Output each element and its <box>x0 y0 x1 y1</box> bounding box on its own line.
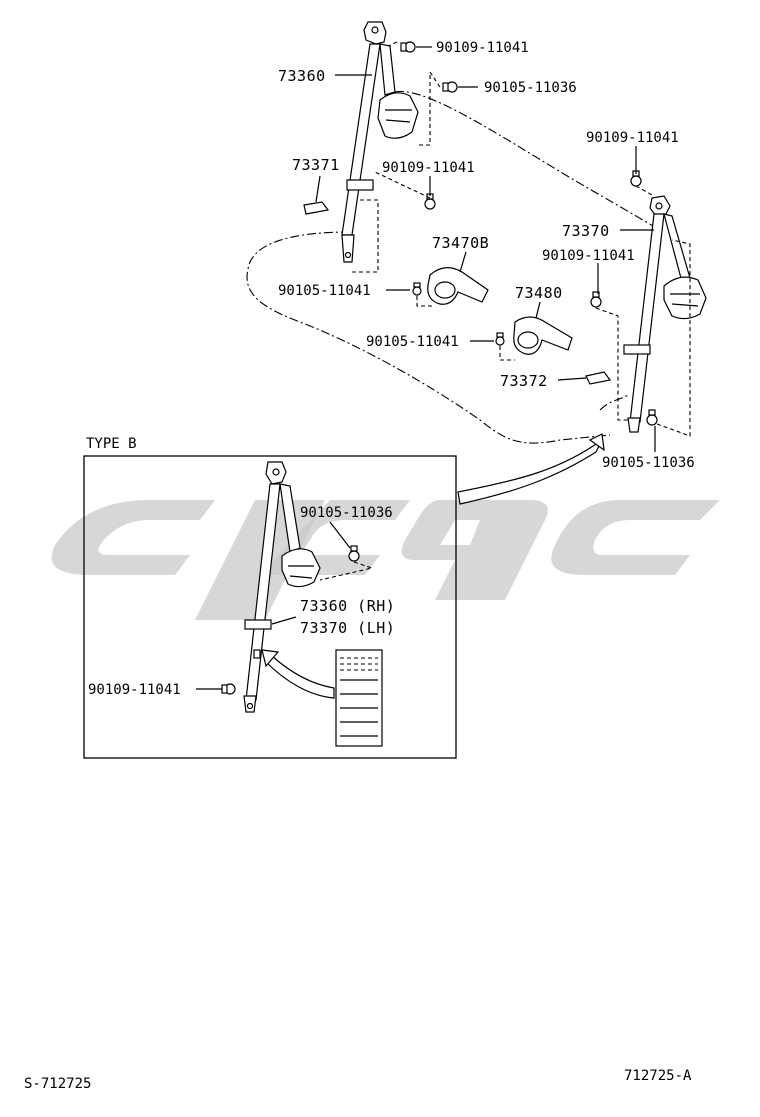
label-bolt-90105-11041-center: 90105-11041 <box>366 334 459 350</box>
right-seatbelt-assembly <box>585 195 707 433</box>
bolt-icon <box>495 332 505 346</box>
warning-label-card <box>335 649 383 747</box>
bolt-icon <box>442 81 458 93</box>
watermark-logo <box>51 500 720 620</box>
label-bolt-90109-11041-top: 90109-11041 <box>436 40 529 56</box>
label-73480: 73480 <box>515 284 563 302</box>
buckle-cover-73371 <box>303 201 330 215</box>
buckle-73470b <box>427 267 489 305</box>
type-b-label-lh: 73370 (LH) <box>300 619 395 637</box>
label-73470b: 73470B <box>432 234 489 252</box>
leader-lines <box>315 46 656 452</box>
type-b-title: TYPE B <box>86 436 137 452</box>
bolt-icon <box>590 291 602 308</box>
bolt-icon <box>646 409 658 426</box>
bolt-icon <box>424 193 436 210</box>
label-bolt-90109-11041-right: 90109-11041 <box>586 130 679 146</box>
footer-right-code: 712725-A <box>624 1068 692 1084</box>
bolt-icon <box>348 545 360 562</box>
bolt-icon <box>221 683 236 695</box>
left-seatbelt-assembly <box>303 21 419 263</box>
buckle-73480 <box>513 316 573 355</box>
type-b-label-rh: 73360 (RH) <box>300 597 395 615</box>
type-b-label-bolt-top: 90105-11036 <box>300 505 393 521</box>
label-73372: 73372 <box>500 372 548 390</box>
label-bolt-90105-11036-top: 90105-11036 <box>484 80 577 96</box>
buckle-cover-73372 <box>585 371 612 385</box>
part-labels: 73360 90109-11041 90105-11036 90109-1104… <box>278 40 695 471</box>
bolt-icon <box>400 41 416 53</box>
label-bolt-90109-11041-right-lower: 90109-11041 <box>542 248 635 264</box>
pointer-arrow <box>457 433 605 505</box>
label-bolt-90109-11041-mid: 90109-11041 <box>382 160 475 176</box>
type-b-panel: TYPE B 9010 <box>83 436 457 759</box>
type-b-label-bolt-bottom: 90109-11041 <box>88 682 181 698</box>
footer-left-code: S-712725 <box>24 1076 91 1092</box>
label-bolt-90105-11041-left: 90105-11041 <box>278 283 371 299</box>
label-73360: 73360 <box>278 67 326 85</box>
guide-lines <box>350 41 691 437</box>
floor-outline <box>246 90 661 444</box>
label-bolt-90105-11036-right: 90105-11036 <box>602 455 695 471</box>
bolt-icon <box>412 282 422 296</box>
label-73371: 73371 <box>292 156 340 174</box>
label-73370: 73370 <box>562 222 610 240</box>
